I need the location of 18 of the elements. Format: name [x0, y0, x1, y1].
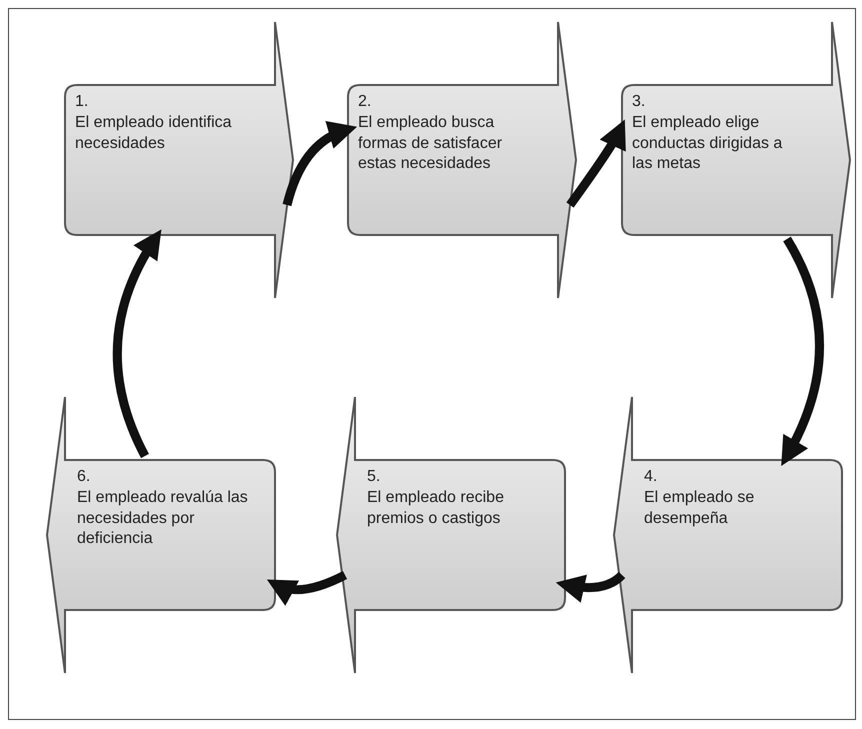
curved-arrow: [566, 120, 626, 208]
step-number: 2.: [358, 92, 372, 112]
curved-arrow: [282, 122, 357, 206]
step-number: 4.: [644, 467, 658, 487]
step-number: 5.: [367, 467, 382, 487]
step-number: 1.: [75, 92, 90, 112]
curved-arrow: [112, 229, 162, 458]
step-text: El empleado busca formas de satisfacer estas necesidades: [358, 112, 504, 174]
step-text: El empleado se desempeña: [644, 488, 756, 529]
curved-arrow: [266, 570, 348, 606]
curved-arrow: [782, 236, 824, 466]
step-number: 3.: [632, 92, 646, 112]
step-text: El empleado recibe premios o castigos: [367, 488, 505, 529]
step-text: El empleado identifica necesidades: [75, 112, 233, 154]
curved-arrow: [556, 572, 626, 602]
step-number: 6.: [77, 467, 92, 487]
step-text: El empleado revalúa las necesidades por deficiencia: [77, 488, 249, 550]
step-text: El empleado elige conductas dirigidas a las metas: [632, 112, 784, 174]
